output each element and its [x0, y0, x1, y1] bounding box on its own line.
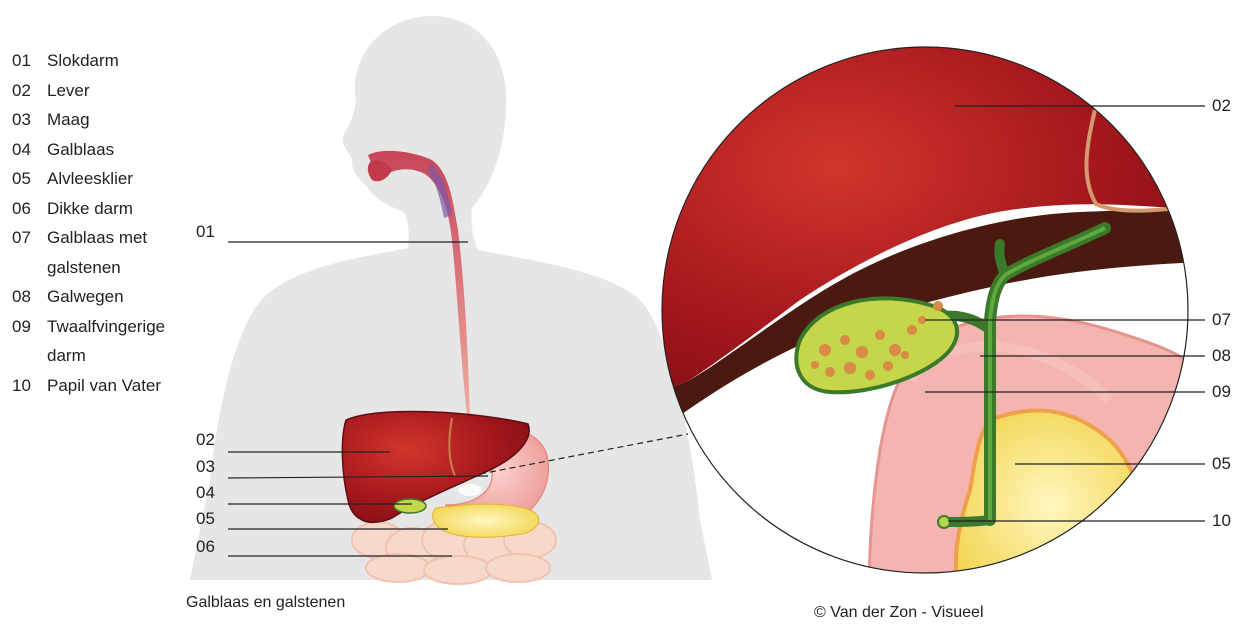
body-label-01: 01: [196, 222, 215, 242]
figure-caption: Galblaas en galstenen: [186, 594, 345, 612]
body-label-03: 03: [196, 457, 215, 477]
legend-item: 06 Dikke darm: [12, 194, 212, 224]
body-silhouette: [190, 16, 712, 580]
gallbladder-small: [394, 499, 426, 513]
legend-item: 02 Lever: [12, 76, 212, 106]
body-label-05: 05: [196, 509, 215, 529]
legend-item: 07 Galblaas met: [12, 223, 212, 253]
zoom-label-09: 09: [1212, 382, 1231, 402]
legend-item: 04 Galblaas: [12, 135, 212, 165]
zoom-label-08: 08: [1212, 346, 1231, 366]
legend-item: 05 Alvleesklier: [12, 164, 212, 194]
papilla-of-vater: [938, 516, 950, 528]
legend-item: 08 Galwegen: [12, 282, 212, 312]
legend-item: 10 Papil van Vater: [12, 371, 212, 401]
body-label-04: 04: [196, 483, 215, 503]
legend-item: 09 Twaalfvingerige: [12, 312, 212, 342]
body-label-02: 02: [196, 430, 215, 450]
legend-item-continued: galstenen: [12, 253, 212, 283]
legend: 01 Slokdarm 02 Lever 03 Maag 04 Galblaas…: [12, 46, 212, 400]
zoom-label-10: 10: [1212, 511, 1231, 531]
legend-item: 01 Slokdarm: [12, 46, 212, 76]
zoom-label-05: 05: [1212, 454, 1231, 474]
zoom-label-07: 07: [1212, 310, 1231, 330]
legend-item: 03 Maag: [12, 105, 212, 135]
legend-item-continued: darm: [12, 341, 212, 371]
credit-line: © Van der Zon - Visueel: [814, 604, 984, 622]
pancreas: [433, 504, 539, 537]
zoom-label-02: 02: [1212, 96, 1231, 116]
body-label-06: 06: [196, 537, 215, 557]
